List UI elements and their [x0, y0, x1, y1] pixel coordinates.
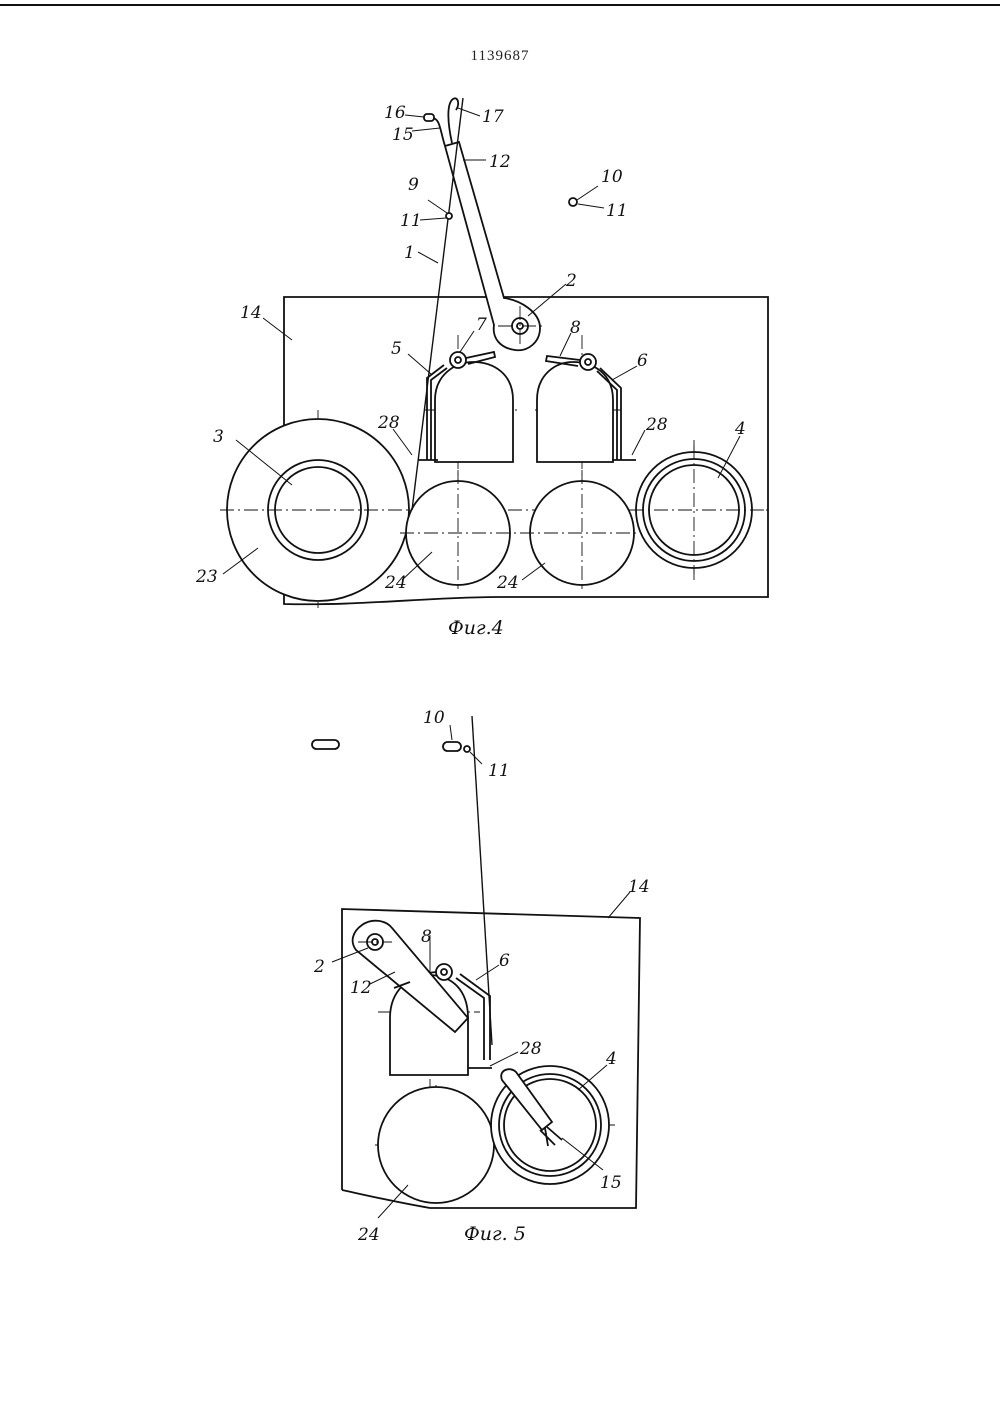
hinge-7: [450, 352, 466, 368]
label-28b: 28: [645, 415, 668, 435]
label-5: 5: [391, 339, 402, 359]
hinge-8: [580, 354, 596, 370]
label-24-fig5: 24: [357, 1225, 380, 1245]
label-10-fig5: 10: [423, 708, 445, 728]
label-17: 17: [482, 107, 504, 127]
label-15-fig5: 15: [600, 1173, 622, 1193]
roller-24-fig5: [378, 1087, 494, 1203]
lever-12-fig4: [445, 142, 540, 350]
label-2: 2: [565, 271, 577, 291]
guide-11-fig4: [446, 213, 452, 219]
guide-10-fig4: [569, 198, 577, 206]
label-3: 3: [213, 427, 224, 447]
tip-16: [424, 114, 434, 121]
label-4-fig5: 4: [605, 1049, 617, 1069]
label-4: 4: [734, 419, 746, 439]
label-24b: 24: [496, 573, 519, 593]
label-11a: 11: [400, 211, 422, 231]
figure-4: 16 15 17 12 9 11 1 10 11 2 14 7 8 5 6 28…: [195, 98, 770, 639]
label-28-fig5: 28: [519, 1039, 542, 1059]
hinge-fig5: [436, 964, 452, 980]
label-6: 6: [637, 351, 648, 371]
label-1: 1: [404, 243, 415, 263]
hood-6: [537, 362, 613, 462]
label-12-fig5: 12: [350, 978, 372, 998]
label-10: 10: [601, 167, 623, 187]
label-7: 7: [476, 315, 487, 335]
label-8: 8: [570, 318, 581, 338]
label-12: 12: [489, 152, 511, 172]
caption-fig4: Фиг.4: [448, 617, 504, 639]
guide-10-fig5: [443, 742, 461, 751]
guide-11-fig5: [464, 746, 470, 752]
label-8-fig5: 8: [421, 927, 432, 947]
caption-fig5: Фиг. 5: [464, 1223, 526, 1245]
label-28a: 28: [377, 413, 400, 433]
label-2-fig5: 2: [313, 957, 325, 977]
label-6-fig5: 6: [499, 951, 510, 971]
label-14-fig5: 14: [628, 877, 650, 897]
label-23: 23: [195, 567, 218, 587]
label-16: 16: [384, 103, 406, 123]
label-24a: 24: [384, 573, 407, 593]
guide-left-fig5: [312, 740, 339, 749]
label-9: 9: [408, 175, 419, 195]
label-11b: 11: [606, 201, 628, 221]
figure-5: 10 11 14 8 2 6 12 28 4 15 24 Фиг. 5: [312, 708, 650, 1245]
label-14: 14: [240, 303, 262, 323]
label-11-fig5: 11: [488, 761, 510, 781]
gripper-15: [432, 118, 445, 146]
gripper-17: [448, 98, 458, 143]
label-15: 15: [392, 125, 414, 145]
hood-5: [435, 362, 513, 462]
